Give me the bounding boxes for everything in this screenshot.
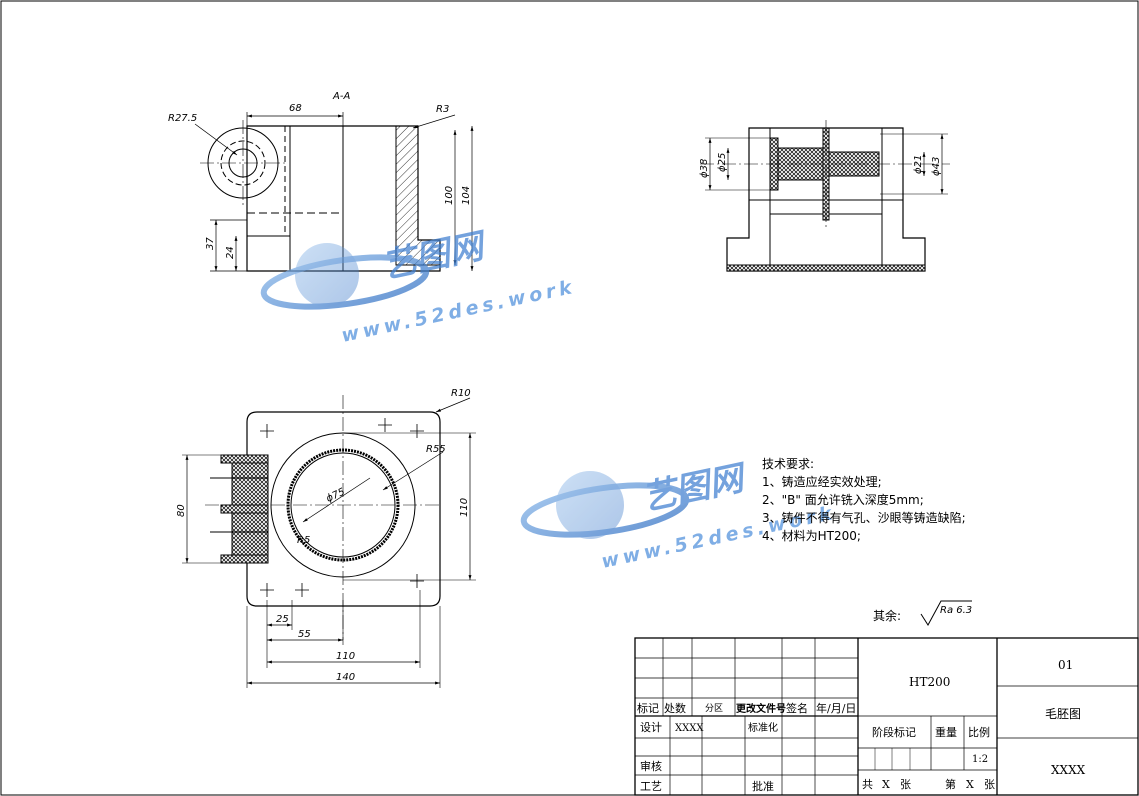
header-change-doc: 更改文件号 [736, 702, 786, 715]
dim-d25: ϕ25 [717, 153, 728, 172]
notes-title: 技术要求: [762, 457, 814, 471]
label-review: 审核 [640, 759, 662, 773]
label-sheet-x: X [966, 778, 974, 791]
dim-68: 68 [289, 103, 302, 114]
note-2: 2、"B" 面允许铣入深度5mm; [762, 492, 924, 507]
value-scale: 1:2 [972, 754, 988, 765]
dim-80: 80 [176, 504, 187, 517]
label-stage-mark: 阶段标记 [872, 725, 916, 739]
label-sheet-unit: 张 [984, 778, 995, 791]
dim-55: 55 [298, 629, 311, 640]
label-sheet-no: 第 [945, 777, 956, 791]
label-total: 共 [862, 778, 873, 791]
label-approve: 批准 [752, 779, 774, 793]
header-date: 年/月/日 [816, 701, 856, 715]
technical-requirements: 技术要求: 1、铸造应经实效处理; 2、"B" 面允许铣入深度5mm; 3、铸件… [762, 457, 966, 543]
dim-r5: R5 [297, 535, 310, 546]
label-total-x: X [882, 778, 890, 791]
drawing-number: 01 [1058, 658, 1073, 672]
title-block: HT200 01 毛胚图 XXXX 标记 处数 分区 更改文件号 签名 年/月/… [634, 637, 1139, 796]
label-design: 设计 [640, 721, 662, 734]
dim-d43: ϕ43 [931, 157, 942, 176]
note-1: 1、铸造应经实效处理; [762, 474, 882, 489]
dim-110-horiz: 110 [336, 651, 355, 662]
note-3: 3、铸件不得有气孔、沙眼等铸造缺陷; [762, 510, 966, 525]
dim-110-vert: 110 [459, 498, 470, 517]
side-view: ϕ38 ϕ25 ϕ21 ϕ43 [699, 120, 950, 272]
dim-25: 25 [276, 614, 289, 625]
dim-24: 24 [225, 246, 236, 259]
label-total-sheets: 张 [900, 778, 911, 791]
roughness-value: Ra 6.3 [940, 605, 972, 616]
label-standardization: 标准化 [748, 721, 778, 734]
section-label: A-A [332, 91, 350, 102]
roughness-symbol [920, 600, 972, 626]
dim-d38: ϕ38 [699, 159, 710, 178]
dim-r3: R3 [436, 104, 449, 115]
material: HT200 [909, 675, 950, 689]
roughness-label: 其余: [873, 608, 901, 623]
section-view-a-a: A-A 68 R27.5 R3 100 104 37 [168, 91, 474, 272]
dim-100: 100 [444, 186, 455, 205]
header-mark: 标记 [637, 701, 659, 715]
label-scale: 比例 [968, 725, 990, 739]
watermark-1: 艺图网 www.52des.work [260, 225, 578, 347]
dim-r55: R55 [426, 444, 446, 455]
drawing-name: 毛胚图 [1045, 707, 1081, 721]
dim-d75: ϕ75 [325, 487, 347, 505]
surface-roughness: 其余: Ra 6.3 [873, 600, 972, 626]
dim-r10: R10 [451, 388, 471, 399]
dim-104: 104 [461, 186, 472, 205]
plan-view: 80 110 R10 R55 ϕ75 R5 25 55 110 140 [176, 388, 476, 688]
label-weight: 重量 [935, 725, 957, 739]
watermark-brand-2: 艺图网 [639, 457, 752, 518]
note-4: 4、材料为HT200; [762, 529, 861, 543]
dim-37: 37 [205, 237, 216, 250]
header-count: 处数 [664, 702, 686, 715]
company-name: XXXX [1051, 763, 1086, 777]
dim-r27-5: R27.5 [168, 113, 197, 124]
dim-d21: ϕ21 [913, 155, 924, 174]
header-zone: 分区 [705, 703, 723, 714]
header-sign: 签名 [786, 701, 808, 715]
dim-140: 140 [336, 672, 355, 683]
label-process: 工艺 [640, 780, 662, 793]
watermark-url-1: www.52des.work [339, 276, 577, 347]
value-design: XXXX [675, 723, 704, 734]
